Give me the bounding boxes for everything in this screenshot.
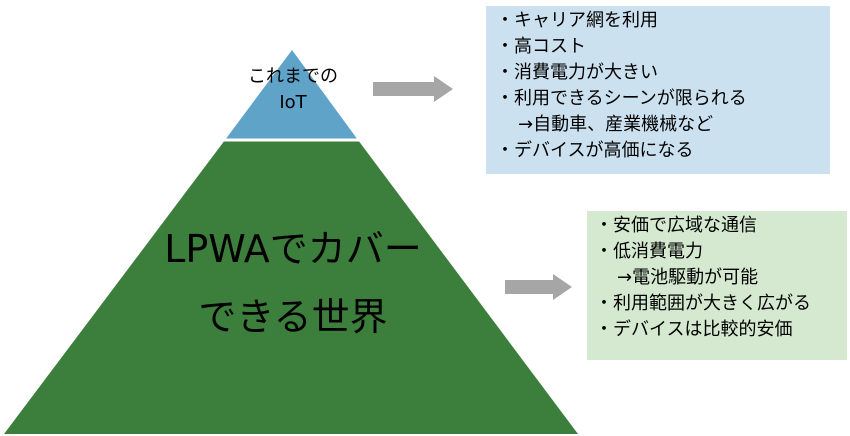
arrow-right-top xyxy=(373,76,453,102)
arrow-right-bottom xyxy=(505,274,572,300)
info-line: ・利用範囲が大きく広がる xyxy=(595,293,811,314)
lpwa-info-box: ・安価で広域な通信・低消費電力 →電池駆動が可能・利用範囲が大きく広がる・デバイス… xyxy=(587,211,847,360)
info-line: ・低消費電力 xyxy=(595,241,703,262)
info-line: ・高コスト xyxy=(496,36,586,57)
info-line: ・キャリア網を利用 xyxy=(496,10,658,31)
info-line: ・利用できるシーンが限られる xyxy=(496,88,747,109)
legacy-iot-info-box: ・キャリア網を利用・高コスト・消費電力が大きい・利用できるシーンが限られる →自動… xyxy=(486,6,830,174)
pyramid-base xyxy=(4,140,578,434)
info-line: →自動車、産業機械など xyxy=(518,114,714,135)
base-label-line1: LPWAでカバー xyxy=(164,227,422,271)
info-line: ・消費電力が大きい xyxy=(496,62,658,83)
info-line: ・デバイスが高価になる xyxy=(496,140,694,161)
pyramid-apex xyxy=(225,50,358,140)
info-line: →電池駆動が可能 xyxy=(617,267,759,288)
apex-label-line2: IoT xyxy=(279,92,307,113)
info-line: ・安価で広域な通信 xyxy=(595,215,757,236)
base-label-line2: できる世界 xyxy=(198,295,387,339)
apex-label-line1: これまでの xyxy=(248,66,338,87)
info-line: ・デバイスは比較的安価 xyxy=(595,319,793,340)
